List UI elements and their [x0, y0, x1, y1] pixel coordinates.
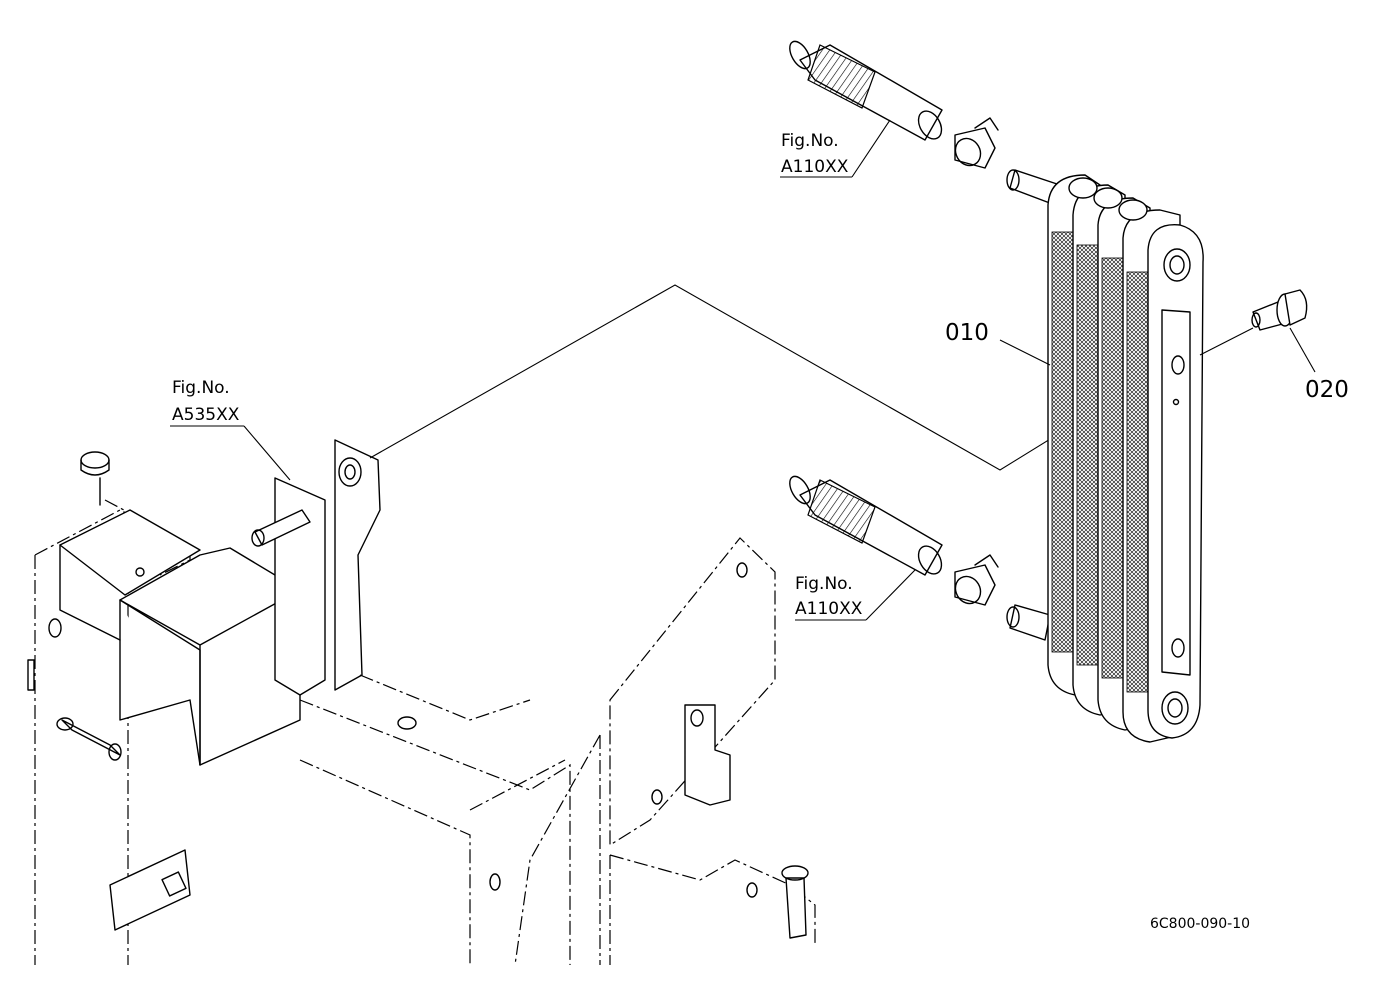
fig-ref-a110xx-lower: Fig.No. A110XX	[795, 574, 863, 619]
fig-ref-a535xx: Fig.No. A535XX	[172, 378, 240, 425]
fig-ref-title: Fig.No.	[781, 131, 839, 151]
fig-ref-title: Fig.No.	[172, 378, 230, 398]
drawing-code: 6C800-090-10	[1150, 916, 1250, 932]
fig-ref-a110xx-upper: Fig.No. A110XX	[781, 131, 849, 177]
top-cover	[59, 509, 301, 766]
part-label-020: 020	[1305, 377, 1349, 403]
upper-hose	[789, 40, 1061, 206]
callout-leaders	[170, 119, 1316, 621]
frame-assembly	[27, 439, 816, 966]
oil-cooler	[1047, 174, 1204, 743]
lower-hose	[789, 475, 1051, 641]
fig-ref-number: A110XX	[795, 599, 863, 619]
lower-clamp	[954, 554, 999, 606]
fig-ref-title: Fig.No.	[795, 574, 853, 594]
bracket-plate	[251, 439, 381, 696]
fig-ref-number: A535XX	[172, 405, 240, 425]
bolt-020	[1199, 289, 1308, 356]
fig-ref-number: A110XX	[781, 157, 849, 177]
part-label-010: 010	[945, 320, 989, 346]
upper-clamp	[954, 117, 999, 169]
